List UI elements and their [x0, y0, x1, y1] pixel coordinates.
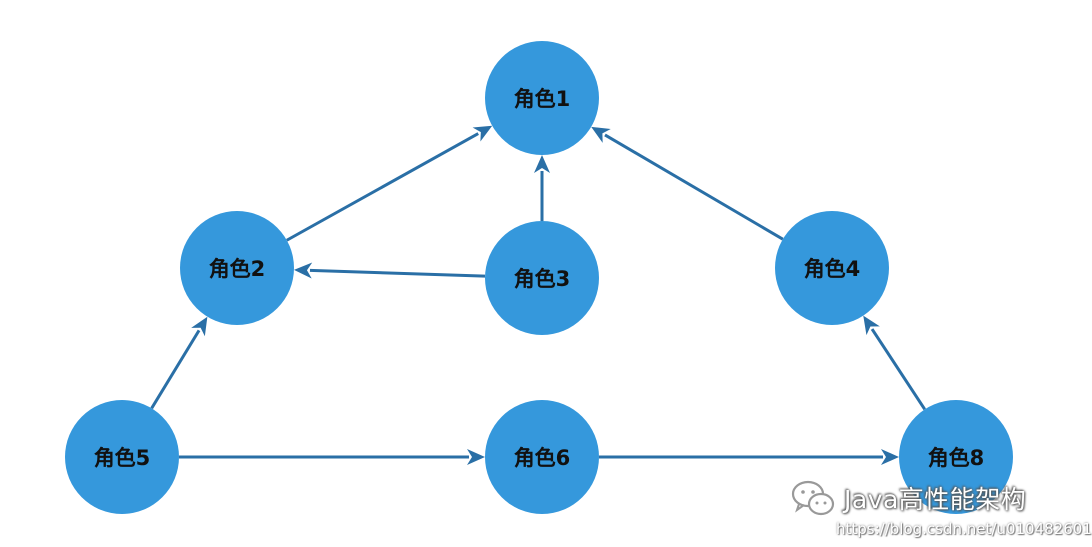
node-circle: [485, 400, 599, 514]
edge-n2-to-n1: [286, 132, 479, 242]
node-label: 角色4: [804, 257, 861, 281]
node-n2: 角色2: [180, 211, 294, 325]
arrowhead-n3-to-n2: [293, 262, 313, 279]
node-n4: 角色4: [775, 211, 889, 325]
arrowhead-n6-to-n8: [881, 449, 899, 465]
arrowhead-n8-to-n4: [863, 315, 880, 336]
arrowhead-n5-to-n2: [191, 316, 208, 337]
node-label: 角色2: [209, 257, 266, 281]
node-label: 角色8: [928, 446, 985, 470]
arrowhead-n2-to-n1: [472, 125, 493, 142]
node-circle: [485, 221, 599, 335]
arrowhead-n5-to-n6: [467, 449, 485, 465]
node-n5: 角色5: [65, 400, 179, 514]
node-circle: [65, 400, 179, 514]
node-n6: 角色6: [485, 400, 599, 514]
node-circle: [485, 41, 599, 155]
edge-n4-to-n1: [604, 133, 784, 241]
node-n8: 角色8: [899, 400, 1013, 514]
wechat-icon: [791, 480, 835, 516]
watermark-title: Java高性能架构: [844, 485, 1027, 514]
arrowhead-n3-to-n1: [534, 155, 550, 173]
watermark: Java高性能架构: [790, 478, 1026, 518]
watermark-url: https://blog.csdn.net/u010482601: [836, 520, 1092, 538]
edge-n8-to-n4: [870, 328, 926, 411]
node-label: 角色6: [514, 446, 571, 470]
node-label: 角色1: [514, 87, 571, 111]
node-n3: 角色3: [485, 221, 599, 335]
nodes-layer: 角色1 角色2 角色3 角色4 角色5 角色6 角色8: [65, 41, 1013, 514]
node-label: 角色3: [514, 267, 571, 291]
node-label: 角色5: [94, 446, 151, 470]
arrowhead-n4-to-n1: [591, 126, 611, 143]
node-circle: [180, 211, 294, 325]
edges-layer: [150, 125, 926, 465]
edge-n3-to-n2: [309, 268, 486, 278]
node-circle: [899, 400, 1013, 514]
edge-n5-to-n2: [150, 329, 201, 410]
node-n1: 角色1: [485, 41, 599, 155]
node-circle: [775, 211, 889, 325]
